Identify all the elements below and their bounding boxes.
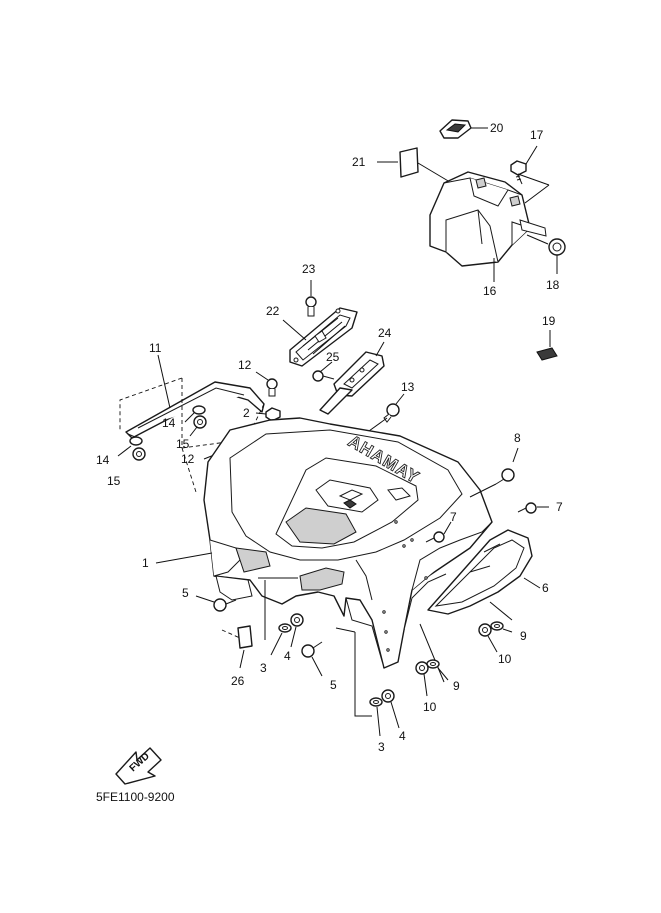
callout-15a: 15 — [176, 437, 190, 451]
callout-12b: 12 — [181, 452, 195, 466]
callout-21: 21 — [352, 155, 366, 169]
callout-24: 24 — [378, 326, 392, 340]
part-8-screw — [495, 468, 515, 485]
part-7-screw-lower — [425, 531, 445, 543]
part-23-screw — [305, 296, 317, 317]
part-5-screw-left — [213, 598, 237, 612]
callout-14a: 14 — [162, 416, 176, 430]
fwd-direction-arrow: FWD — [115, 747, 162, 785]
callout-11: 11 — [149, 341, 162, 355]
callout-2: 2 — [243, 406, 250, 420]
callout-6: 6 — [542, 581, 549, 595]
callout-3b: 3 — [378, 740, 385, 754]
diagram-reference-code: 5FE1100-9200 — [96, 790, 175, 804]
part-14-washer-upper — [192, 405, 206, 415]
part-25-screw — [312, 370, 335, 382]
part-3-washer-left — [278, 623, 292, 633]
callout-18: 18 — [546, 278, 560, 292]
callout-8: 8 — [514, 431, 521, 445]
part-21-label — [399, 147, 419, 178]
callout-23: 23 — [302, 262, 316, 276]
callout-3a: 3 — [260, 661, 267, 675]
callout-10b: 10 — [423, 700, 437, 714]
callout-5b: 5 — [330, 678, 337, 692]
callout-9a: 9 — [520, 629, 527, 643]
callout-16: 16 — [483, 284, 497, 298]
strap — [319, 387, 353, 415]
part-5-screw-right — [301, 641, 323, 658]
part-19-grommet — [536, 347, 558, 361]
callout-14b: 14 — [96, 453, 110, 467]
part-6-lower-guard — [427, 529, 533, 615]
part-20-clip — [439, 119, 472, 139]
callout-20: 20 — [490, 121, 504, 135]
part-14-washer-lower — [129, 436, 143, 446]
part-18-nut — [548, 238, 566, 256]
part-13-screw — [383, 403, 400, 423]
part-7-screw-upper — [517, 502, 537, 514]
part-26-label — [237, 625, 253, 649]
part-9-washer-right — [490, 621, 504, 631]
part-10-nut-left — [415, 661, 429, 675]
part-15-nut-upper — [193, 415, 207, 429]
callout-4a: 4 — [284, 649, 291, 663]
callout-17: 17 — [530, 128, 544, 142]
callout-5a: 5 — [182, 586, 189, 600]
callout-19: 19 — [542, 314, 556, 328]
callout-1: 1 — [142, 556, 149, 570]
part-12-screw-upper — [266, 378, 278, 397]
part-15-nut-lower — [132, 447, 146, 461]
part-17-screw — [510, 160, 527, 185]
callout-10a: 10 — [498, 652, 512, 666]
callout-7b: 7 — [556, 500, 563, 514]
callout-26: 26 — [231, 674, 245, 688]
callout-4b: 4 — [399, 729, 406, 743]
part-11-flap — [125, 381, 265, 439]
part-16-upper-cover — [429, 171, 547, 267]
callout-22: 22 — [266, 304, 280, 318]
part-22-grille — [289, 307, 358, 367]
callout-9b: 9 — [453, 679, 460, 693]
callout-12a: 12 — [238, 358, 252, 372]
callout-25: 25 — [326, 350, 340, 364]
part-9-washer-left — [426, 659, 440, 669]
part-10-nut-right — [478, 623, 492, 637]
callout-15b: 15 — [107, 474, 121, 488]
part-4-nut-right — [381, 689, 395, 703]
callout-13: 13 — [401, 380, 415, 394]
part-3-washer-right — [369, 697, 383, 707]
part-1-rear-fender: YAMAHA — [203, 417, 493, 669]
part-4-nut-left — [290, 613, 304, 627]
callout-7a: 7 — [450, 510, 457, 524]
